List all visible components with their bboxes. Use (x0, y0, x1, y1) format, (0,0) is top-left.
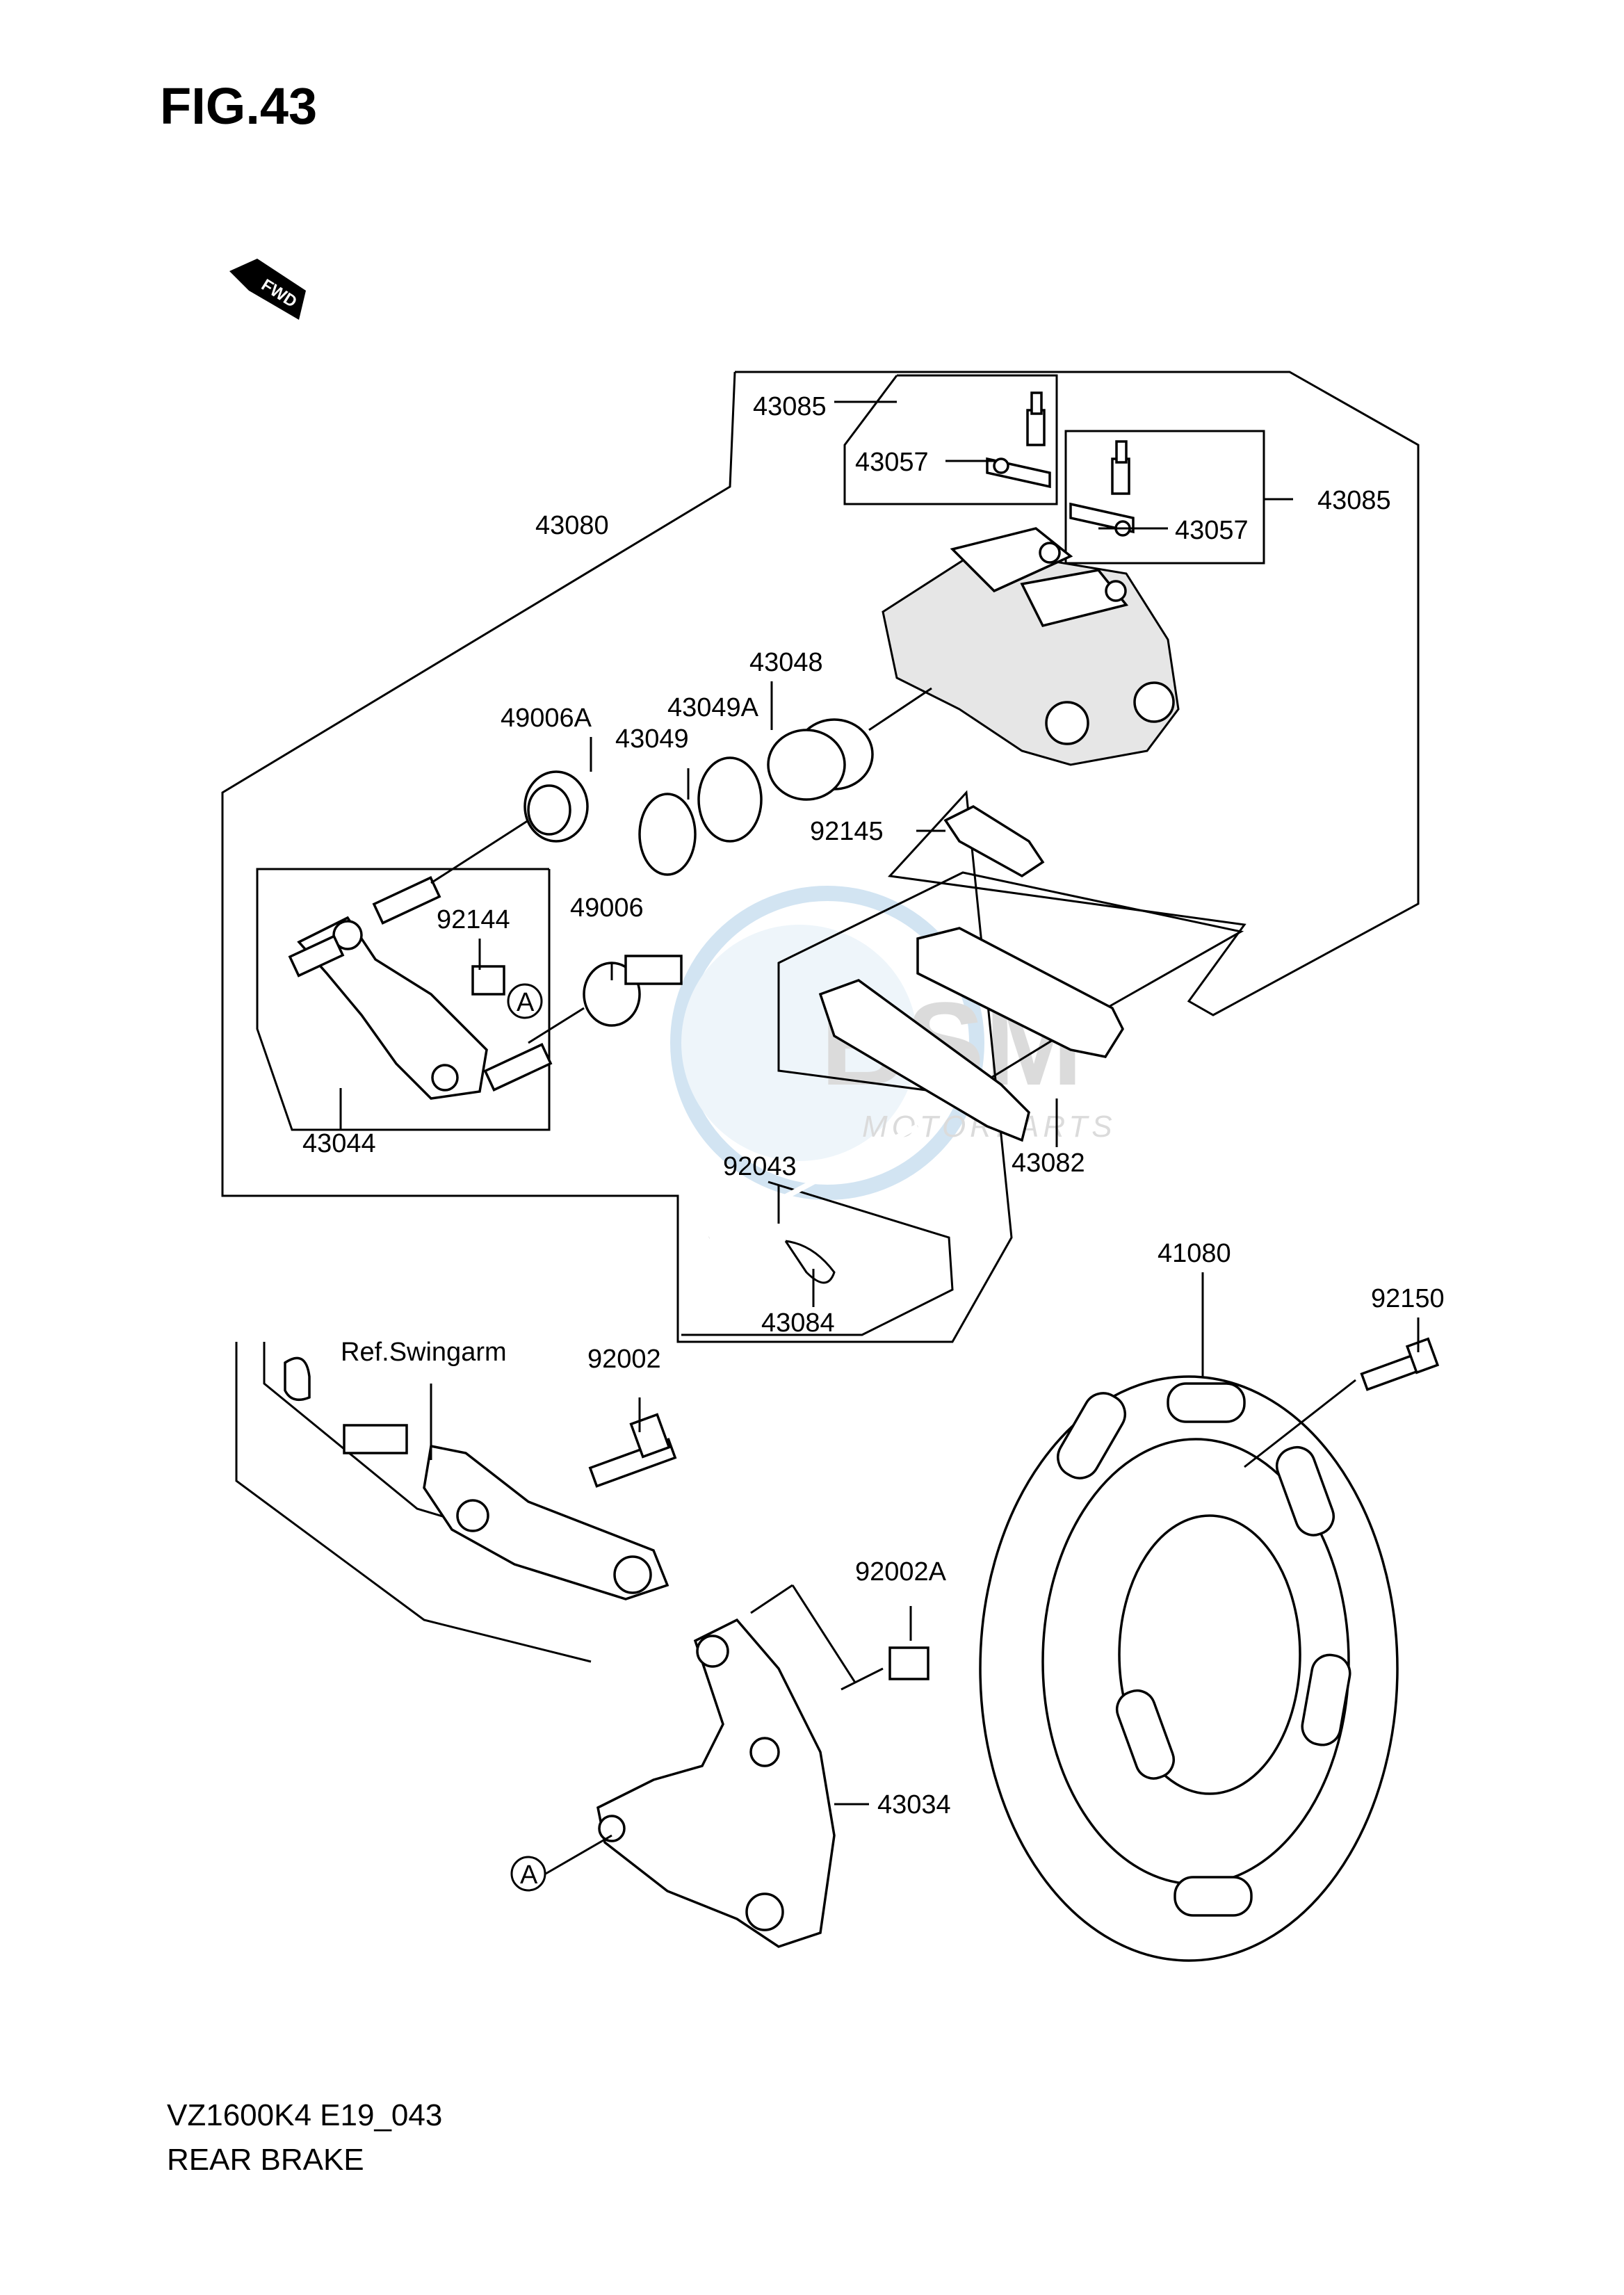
bleeder-screw-left (1026, 391, 1046, 446)
label-43085-left: 43085 (753, 392, 827, 421)
bolt-92002 (588, 1413, 677, 1488)
ref-a-badge-top: A (507, 983, 543, 1019)
brake-pad-outer (916, 927, 1125, 1058)
fwd-arrow-icon: FWD (229, 259, 306, 320)
ref-a-badge-top-text: A (517, 988, 535, 1017)
label-92002A: 92002A (855, 1557, 947, 1587)
caliper-bracket (288, 876, 553, 1100)
bolt-92002A (888, 1646, 929, 1680)
pad-retainer-clip (471, 965, 505, 996)
bleeder-box-right (1064, 430, 1265, 565)
section-title: REAR BRAKE (167, 2143, 364, 2177)
label-43034: 43034 (877, 1790, 951, 1819)
bleeder-cap-right (1069, 502, 1135, 537)
bolt-92150 (1360, 1337, 1440, 1391)
label-43080: 43080 (535, 511, 609, 540)
label-43049A: 43049A (667, 693, 759, 722)
label-43057-right: 43057 (1175, 516, 1249, 545)
label-43082: 43082 (1012, 1149, 1085, 1178)
brake-disc (979, 1375, 1399, 1962)
pad-pin-clip (784, 1240, 836, 1284)
label-92145: 92145 (810, 817, 884, 846)
caliper-body (882, 527, 1180, 766)
pad-spring (943, 804, 1045, 878)
label-43057-left: 43057 (855, 448, 929, 477)
piston-seal (638, 793, 697, 876)
piston (767, 718, 874, 801)
label-92002: 92002 (587, 1345, 661, 1374)
leader-lines (339, 400, 1420, 1875)
label-92043: 92043 (723, 1152, 797, 1181)
label-49006: 49006 (570, 893, 644, 923)
label-43044: 43044 (302, 1129, 376, 1158)
figure-title: FIG.43 (160, 77, 318, 135)
piston-seal-a (697, 756, 763, 843)
label-92150: 92150 (1371, 1284, 1445, 1313)
label-43049: 43049 (615, 724, 689, 754)
pad-pin (708, 1124, 919, 1240)
boot-49006 (583, 955, 683, 1027)
label-43085-right: 43085 (1317, 486, 1391, 515)
label-43084: 43084 (761, 1308, 835, 1338)
bleeder-cap-left (986, 457, 1051, 489)
brake-pad-inner (818, 979, 1030, 1142)
label-43048: 43048 (749, 648, 823, 677)
bleeder-screw-right (1111, 440, 1130, 495)
ref-a-badge-bottom-text: A (520, 1860, 538, 1890)
label-49006A: 49006A (501, 704, 592, 733)
model-code: VZ1600K4 E19_043 (167, 2098, 443, 2132)
bleeder-box-left (843, 374, 1058, 505)
label-41080: 41080 (1158, 1239, 1231, 1268)
ref-a-badge-bottom: A (510, 1856, 546, 1892)
caliper-assembly-outline (221, 371, 1420, 1343)
swingarm (235, 1342, 669, 1663)
bracket-subassembly-box (256, 868, 551, 1131)
caliper-holder (596, 1618, 836, 1948)
pin-subassembly-box (681, 1181, 954, 1336)
label-92144: 92144 (437, 905, 510, 934)
label-ref-swingarm: Ref.Swingarm (341, 1338, 507, 1367)
boot-49006A (523, 770, 589, 843)
